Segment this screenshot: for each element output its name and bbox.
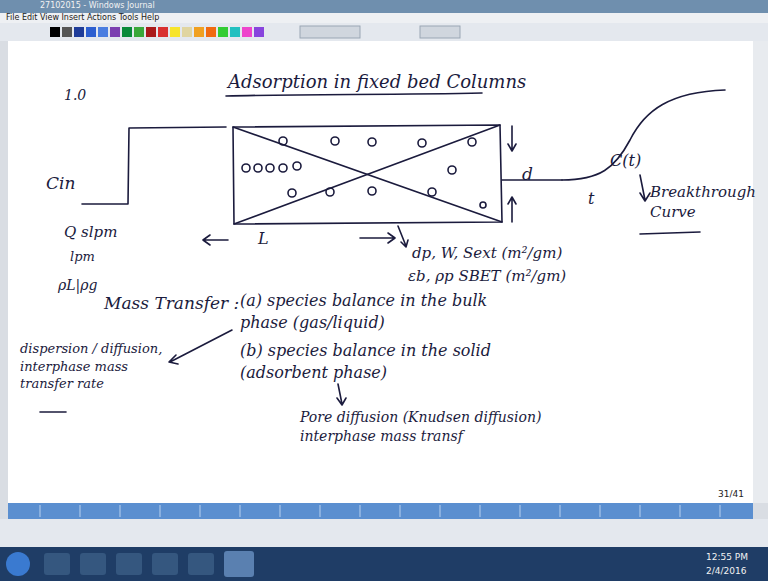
solid-balance-note: (b) species balance in the solid (adsorb…: [240, 340, 540, 383]
taskbar-icons: [6, 551, 254, 577]
bulk-balance-note: (a) species balance in the bulk phase (g…: [240, 290, 540, 333]
time-axis: t: [588, 188, 594, 210]
color-palette: [50, 26, 460, 38]
menu-bar: [0, 13, 768, 23]
menu-items: File Edit View Insert Actions Tools Help: [6, 13, 159, 24]
taskbar: [0, 547, 768, 581]
flow-rate: Q slpm: [64, 222, 117, 242]
title-bar: [0, 0, 768, 13]
clock-time: 12:55 PM: [706, 551, 748, 563]
tool-bar: [0, 23, 768, 41]
page-counter: 31/41: [718, 488, 744, 500]
section-heading: Mass Transfer :: [104, 292, 239, 315]
scroll-bar: [753, 41, 768, 503]
page-bar: [8, 503, 753, 519]
bulk-mechanisms: dispersion / diffusion, interphase mass …: [20, 340, 180, 393]
diameter-label: d: [522, 163, 533, 186]
clock-date: 2/4/2016: [706, 565, 746, 577]
page-heading: Adsorption in fixed bed Columns: [228, 70, 526, 94]
journal-page: [8, 41, 753, 503]
page-bar-ticks: [40, 505, 720, 517]
window-title: 27102015 - Windows Journal: [40, 1, 155, 12]
inlet-concentration: Cin: [46, 172, 75, 195]
flow-unit: lpm: [70, 248, 95, 266]
length-label: L: [258, 228, 269, 250]
step-value: 1.0: [64, 86, 86, 105]
curve-name: Breakthrough Curve: [650, 182, 740, 223]
fixed-bed-sketch: [40, 90, 725, 412]
density-ratio: ρL|ρg: [58, 276, 97, 295]
outlet-concentration: C(t): [610, 150, 641, 172]
particle-parameters: dp, W, Sext (m²/gm): [412, 243, 562, 263]
bed-parameters: εb, ρp SBET (m²/gm): [408, 266, 566, 286]
solid-mechanisms: Pore diffusion (Knudsen diffusion) inter…: [300, 408, 560, 446]
status-bar: [0, 519, 768, 547]
